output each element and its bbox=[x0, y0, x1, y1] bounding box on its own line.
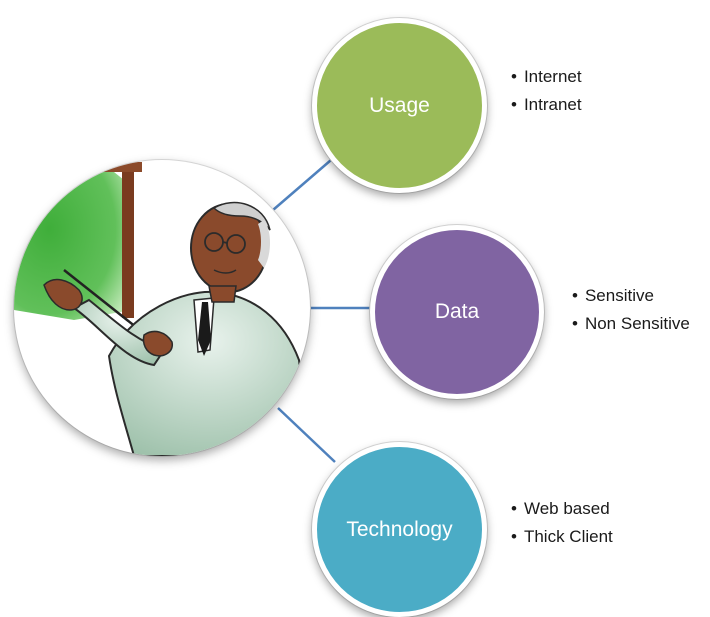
data-bullet-item: Non Sensitive bbox=[572, 310, 690, 338]
connector-usage bbox=[272, 153, 339, 211]
data-bullets: Sensitive Non Sensitive bbox=[572, 282, 690, 338]
data-node: Data bbox=[370, 225, 544, 399]
technology-node: Technology bbox=[312, 442, 487, 617]
presenter-illustration bbox=[14, 160, 310, 456]
usage-node: Usage bbox=[312, 18, 487, 193]
usage-bullets: Internet Intranet bbox=[511, 63, 582, 119]
presenter-clipart-icon bbox=[14, 162, 310, 456]
technology-node-label: Technology bbox=[346, 517, 453, 541]
usage-bullet-item: Internet bbox=[511, 63, 582, 91]
technology-bullet-item: Web based bbox=[511, 495, 613, 523]
technology-bullets: Web based Thick Client bbox=[511, 495, 613, 551]
usage-node-label: Usage bbox=[369, 93, 430, 117]
usage-bullet-item: Intranet bbox=[511, 91, 582, 119]
data-node-label: Data bbox=[434, 300, 480, 323]
data-bullet-item: Sensitive bbox=[572, 282, 690, 310]
technology-bullet-item: Thick Client bbox=[511, 523, 613, 551]
